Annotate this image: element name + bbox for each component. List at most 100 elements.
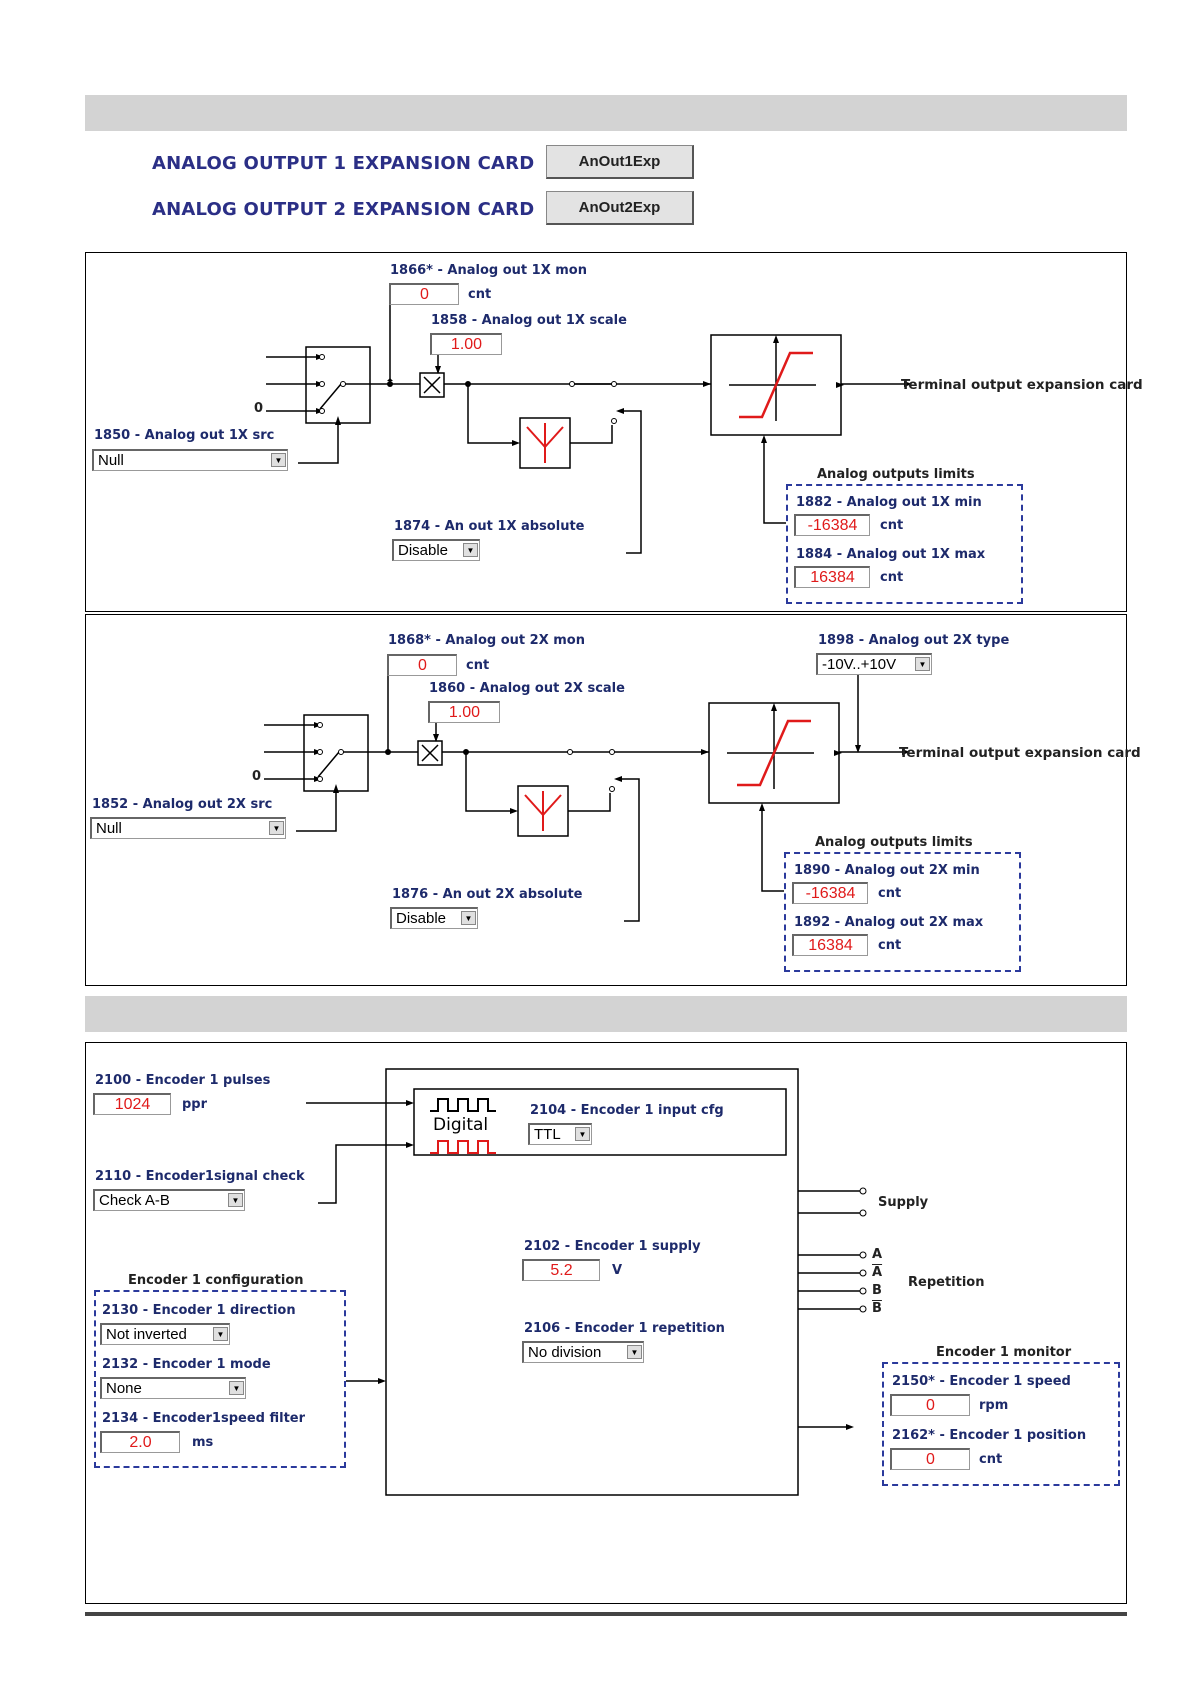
repetition-label: Repetition (908, 1275, 985, 1290)
analog-out-2x-src-select[interactable]: Null▼ (90, 817, 286, 839)
encoder-1-diagram: 2100 - Encoder 1 pulses 1024 ppr 2110 - … (85, 1042, 1127, 1604)
chevron-down-icon: ▼ (213, 1327, 228, 1341)
analog-out-1x-min-unit: cnt (880, 518, 904, 533)
footer-rule (85, 1612, 1127, 1616)
analog-out-2x-min-unit: cnt (878, 886, 902, 901)
analog-out-2x-type-value: -10V..+10V (822, 656, 897, 673)
analog-output-2-diagram: 1868* - Analog out 2X mon 0 cnt 1860 - A… (85, 614, 1141, 986)
encoder-1-mode-label: 2132 - Encoder 1 mode (102, 1357, 271, 1372)
encoder-1-supply-input[interactable]: 5.2 (522, 1259, 600, 1281)
encoder-1-position-unit: cnt (979, 1452, 1003, 1467)
analog-out-1x-mon-label: 1866* - Analog out 1X mon (390, 263, 587, 278)
encoder-1-wiring (306, 1068, 867, 1496)
analog-out-1x-mon-unit: cnt (468, 287, 492, 302)
analog-out-1x-min-label: 1882 - Analog out 1X min (796, 495, 982, 510)
analog-out-1x-max-label: 1884 - Analog out 1X max (796, 547, 986, 562)
encoder-1-speed-filter-input[interactable]: 2.0 (100, 1431, 180, 1453)
analog-out-2x-max-unit: cnt (878, 938, 902, 953)
analog-out-1x-scale-input[interactable]: 1.00 (430, 333, 502, 355)
encoder-1-position-label: 2162* - Encoder 1 position (892, 1428, 1087, 1443)
encoder-1-signal-check-select[interactable]: Check A-B ▼ (93, 1189, 245, 1211)
zero-input-label: 0 (252, 769, 262, 784)
encoder-1-signal-check-value: Check A-B (99, 1192, 170, 1209)
encoder-1-input-cfg-value: TTL (534, 1126, 561, 1143)
chevron-down-icon: ▼ (627, 1345, 642, 1359)
encoder-1-configuration-group (94, 1290, 346, 1468)
anout2exp-button[interactable]: AnOut2Exp (546, 191, 694, 225)
analog-out-2x-max-label: 1892 - Analog out 2X max (794, 915, 984, 930)
encoder-1-repetition-select[interactable]: No division ▼ (522, 1341, 644, 1363)
encoder-1-direction-value: Not inverted (106, 1326, 187, 1343)
encoder-1-mode-select[interactable]: None ▼ (100, 1377, 246, 1399)
encoder-1-speed-filter-label: 2134 - Encoder1speed filter (102, 1411, 306, 1426)
chevron-down-icon: ▼ (915, 657, 930, 671)
encoder-1-mode-value: None (106, 1380, 142, 1397)
chevron-down-icon: ▼ (229, 1381, 244, 1395)
encoder-1-repetition-value: No division (528, 1344, 602, 1361)
an-out-1x-absolute-label: 1874 - An out 1X absolute (394, 519, 585, 534)
encoder-1-speed-value: 0 (890, 1394, 970, 1416)
analog-outputs-limits-title: Analog outputs limits (815, 835, 973, 850)
rep-signal-a-not: A (872, 1265, 883, 1280)
analog-out-2x-scale-input[interactable]: 1.00 (428, 701, 500, 723)
encoder-1-supply-label: 2102 - Encoder 1 supply (524, 1239, 701, 1254)
terminal-output-label: Terminal output expansion card (899, 745, 1141, 761)
rep-signal-b: B (872, 1283, 882, 1298)
analog-out-1x-scale-label: 1858 - Analog out 1X scale (431, 313, 627, 328)
rep-signal-b-not: B (872, 1301, 882, 1316)
analog-out-1x-max-unit: cnt (880, 570, 904, 585)
chevron-down-icon: ▼ (463, 543, 478, 557)
terminal-output-label: Terminal output expansion card (901, 377, 1143, 393)
analog-out-1x-mon-value: 0 (389, 283, 459, 305)
an-out-2x-absolute-label: 1876 - An out 2X absolute (392, 887, 583, 902)
analog-out-2x-scale-label: 1860 - Analog out 2X scale (429, 681, 625, 696)
encoder-1-pulses-input[interactable]: 1024 (93, 1093, 171, 1115)
analog-outputs-limits-group (786, 484, 1023, 604)
analog-out-2x-type-select[interactable]: -10V..+10V ▼ (816, 653, 932, 675)
an-out-1x-absolute-value: Disable (398, 542, 449, 559)
encoder-1-monitor-group (882, 1362, 1120, 1486)
rep-signal-a: A (872, 1247, 883, 1262)
chevron-down-icon: ▼ (271, 453, 286, 467)
analog-out-1x-max-input[interactable]: 16384 (794, 566, 870, 588)
encoder-1-pulses-label: 2100 - Encoder 1 pulses (95, 1073, 271, 1088)
analog-outputs-limits-group (784, 852, 1021, 972)
supply-label: Supply (878, 1195, 929, 1210)
analog-out-2x-src-label: 1852 - Analog out 2X src (92, 797, 273, 812)
analog-output-2-wiring (264, 657, 910, 922)
encoder-1-configuration-title: Encoder 1 configuration (128, 1273, 304, 1288)
an-out-2x-absolute-select[interactable]: Disable ▼ (390, 907, 478, 929)
chevron-down-icon: ▼ (228, 1193, 243, 1207)
encoder-1-supply-unit: V (612, 1263, 623, 1278)
section-header-band (85, 996, 1127, 1032)
encoder-1-monitor-title: Encoder 1 monitor (936, 1345, 1072, 1360)
analog-out-1x-min-input[interactable]: -16384 (794, 514, 870, 536)
encoder-1-direction-select[interactable]: Not inverted ▼ (100, 1323, 230, 1345)
analog-output-1-diagram: 1866* - Analog out 1X mon 0 cnt 1858 - A… (85, 252, 1143, 612)
encoder-1-pulses-unit: ppr (182, 1097, 208, 1112)
analog-out-2x-min-input[interactable]: -16384 (792, 882, 868, 904)
analog-out-2x-src-value: Null (96, 820, 122, 837)
encoder-1-speed-unit: rpm (979, 1398, 1009, 1413)
an-out-1x-absolute-select[interactable]: Disable ▼ (392, 539, 480, 561)
analog-output-1-expansion-label: ANALOG OUTPUT 1 EXPANSION CARD (152, 153, 535, 174)
anout1exp-button[interactable]: AnOut1Exp (546, 145, 694, 179)
analog-out-2x-type-label: 1898 - Analog out 2X type (818, 633, 1010, 648)
an-out-2x-absolute-value: Disable (396, 910, 447, 927)
chevron-down-icon: ▼ (575, 1127, 590, 1141)
analog-out-2x-min-label: 1890 - Analog out 2X min (794, 863, 980, 878)
digital-label: Digital (433, 1115, 489, 1135)
chevron-down-icon: ▼ (461, 911, 476, 925)
analog-out-2x-mon-label: 1868* - Analog out 2X mon (388, 633, 585, 648)
analog-out-2x-mon-unit: cnt (466, 658, 490, 673)
analog-outputs-limits-title: Analog outputs limits (817, 467, 975, 482)
zero-input-label: 0 (254, 401, 264, 416)
encoder-1-repetition-label: 2106 - Encoder 1 repetition (524, 1321, 725, 1336)
encoder-1-speed-filter-unit: ms (192, 1435, 214, 1450)
encoder-1-signal-check-label: 2110 - Encoder1signal check (95, 1169, 305, 1184)
encoder-1-input-cfg-select[interactable]: TTL ▼ (528, 1123, 592, 1145)
analog-out-2x-max-input[interactable]: 16384 (792, 934, 868, 956)
analog-out-1x-src-select[interactable]: Null▼ (92, 449, 288, 471)
analog-output-1-wiring (266, 290, 912, 554)
encoder-1-input-cfg-label: 2104 - Encoder 1 input cfg (530, 1103, 724, 1118)
